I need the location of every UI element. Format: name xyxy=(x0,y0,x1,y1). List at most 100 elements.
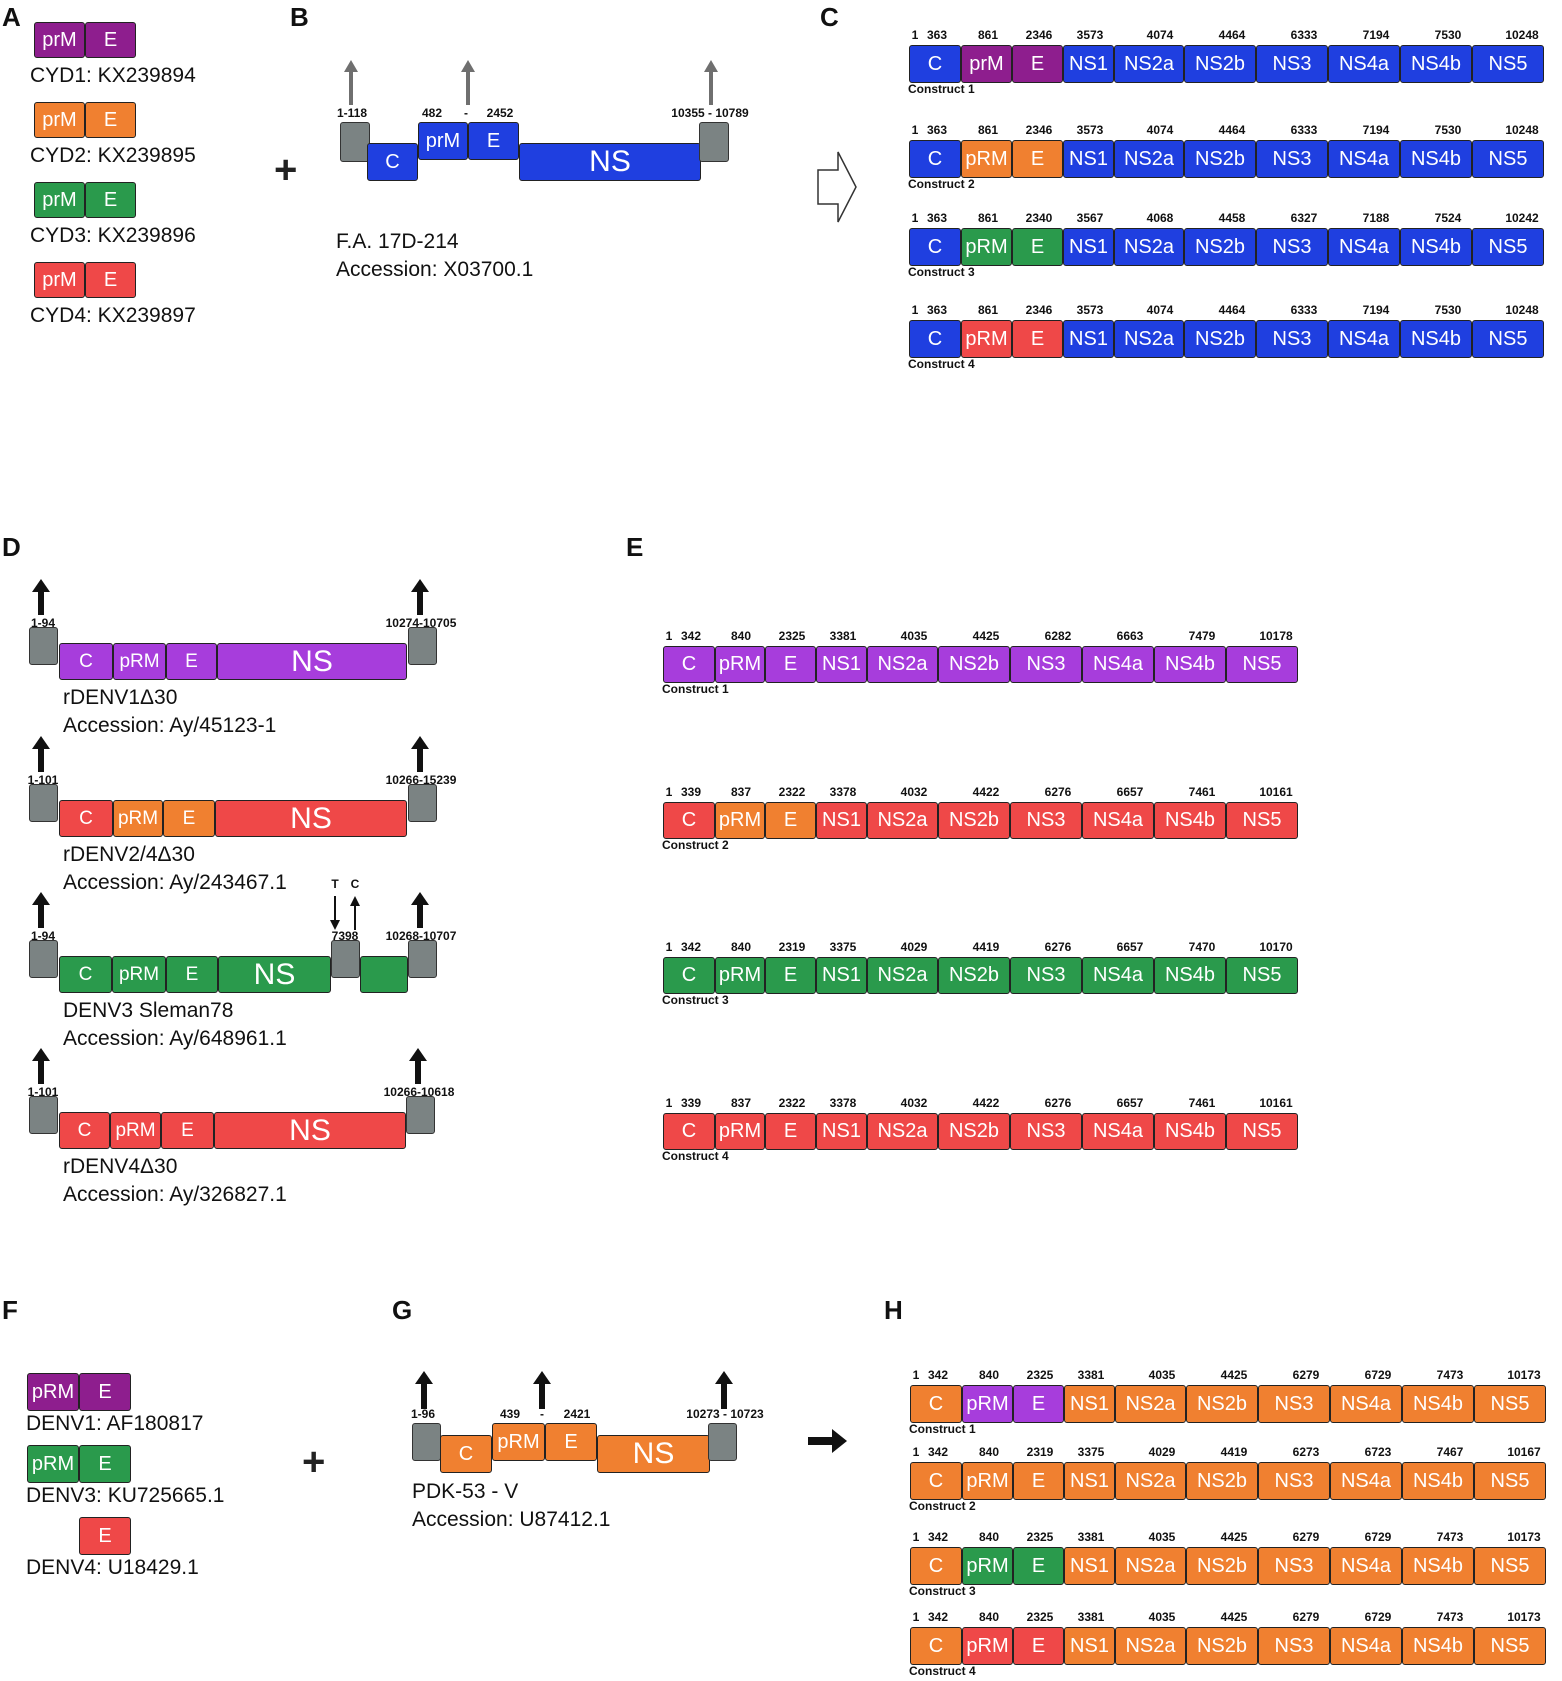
construct-c3-position-label: 6327 xyxy=(1290,211,1318,225)
construct-e2-prm-segment: pRM xyxy=(715,802,765,839)
construct-c2-position-label: 4074 xyxy=(1146,123,1174,137)
d-genome3-prm-segment: pRM xyxy=(112,956,166,993)
construct-e4-ns4a-segment: NS4a xyxy=(1082,1113,1154,1150)
panel-letter-d: D xyxy=(2,532,21,562)
construct-h4-e-segment: E xyxy=(1013,1627,1064,1665)
construct-e3-ns5-segment: NS5 xyxy=(1226,957,1298,994)
construct-h1-position-label: 3381 xyxy=(1077,1368,1105,1382)
construct-h4-position-label: 840 xyxy=(978,1610,1000,1624)
construct-c3-ns2a-segment: NS2a xyxy=(1114,228,1184,266)
construct-c4-position-label: 7194 xyxy=(1362,303,1390,317)
construct-c1-position-label: 6333 xyxy=(1290,28,1318,42)
d-genome3-e-segment: E xyxy=(166,956,218,993)
construct-c4-position-label: 2346 xyxy=(1025,303,1053,317)
construct-c4-position-label: 4074 xyxy=(1146,303,1174,317)
b-label-dash: - xyxy=(464,106,468,120)
g-ns-segment: NS xyxy=(597,1435,710,1473)
denv1-e-segment: E xyxy=(79,1373,131,1411)
construct-e4-position-label: 2322 xyxy=(778,1096,806,1110)
construct-e3-position-label: 840 xyxy=(730,940,752,954)
construct-c2-ns2a-segment: NS2a xyxy=(1114,140,1184,178)
construct-h3-prm-segment: pRM xyxy=(962,1547,1013,1585)
panel-a: prM E CYD1: KX239894 prM E CYD2: KX23989… xyxy=(0,0,270,340)
construct-e2-ns1-segment: NS1 xyxy=(816,802,867,839)
construct-e4-ns5-segment: NS5 xyxy=(1226,1113,1298,1150)
construct-e2-position-label: 6657 xyxy=(1116,785,1144,799)
construct-h1-ns4b-segment: NS4b xyxy=(1402,1385,1474,1423)
construct-c3-ns3-segment: NS3 xyxy=(1256,228,1328,266)
construct-c2-position-label: 3573 xyxy=(1076,123,1104,137)
construct-e3-position-label: 1 xyxy=(665,940,673,954)
construct-e1-position-label: 6663 xyxy=(1116,629,1144,643)
construct-c1-position-label: 4464 xyxy=(1218,28,1246,42)
construct-h2-ns4a-segment: NS4a xyxy=(1330,1462,1402,1500)
construct-h1-ns2b-segment: NS2b xyxy=(1186,1385,1258,1423)
construct-e1-ns3-segment: NS3 xyxy=(1010,646,1082,683)
up-arrow-icon xyxy=(32,892,50,928)
d-mutation-site-box xyxy=(331,940,360,978)
construct-c2-position-label: 4464 xyxy=(1218,123,1246,137)
construct-c3-position-label: 10242 xyxy=(1505,211,1539,225)
construct-h4-position-label: 7473 xyxy=(1436,1610,1464,1624)
b-utr-right xyxy=(699,122,729,162)
up-arrow-icon xyxy=(411,736,429,772)
construct-c3-e-segment: E xyxy=(1012,228,1063,266)
d-utr-left xyxy=(29,940,58,978)
construct-e2-position-label: 4032 xyxy=(900,785,928,799)
construct-c2-position-label: 2346 xyxy=(1025,123,1053,137)
construct-h3-position-label: 3381 xyxy=(1077,1530,1105,1544)
construct-e2-ns4a-segment: NS4a xyxy=(1082,802,1154,839)
construct-e4-e-segment: E xyxy=(765,1113,816,1150)
construct-e4-position-label: 10161 xyxy=(1259,1096,1293,1110)
panel-letter-g: G xyxy=(392,1295,413,1325)
construct-h2-position-label: 4419 xyxy=(1220,1445,1248,1459)
construct-e4-position-label: 6657 xyxy=(1116,1096,1144,1110)
panel-letter-h: H xyxy=(884,1295,903,1325)
d-genome1-c-segment: C xyxy=(59,643,113,680)
d-utr-left xyxy=(29,627,58,665)
construct-e1-ns2b-segment: NS2b xyxy=(938,646,1010,683)
construct-e3-position-label: 3375 xyxy=(829,940,857,954)
cyd4-prm-segment: prM xyxy=(34,262,85,298)
construct-e1-position-label: 10178 xyxy=(1259,629,1293,643)
construct-c4-c-segment: C xyxy=(909,320,961,358)
construct-e1-ns4b-segment: NS4b xyxy=(1154,646,1226,683)
cyd1-label: CYD1: KX239894 xyxy=(30,64,196,87)
construct-e2-c-segment: C xyxy=(663,802,715,839)
construct-e2-position-label: 6276 xyxy=(1044,785,1072,799)
construct-h3-ns4a-segment: NS4a xyxy=(1330,1547,1402,1585)
construct-c3-ns1-segment: NS1 xyxy=(1063,228,1114,266)
construct-e2-position-label: 339 xyxy=(680,785,702,799)
up-arrow-icon xyxy=(461,60,475,105)
up-arrow-icon xyxy=(409,1048,427,1084)
cyd2-e-segment: E xyxy=(85,102,136,138)
construct-h3-ns5-segment: NS5 xyxy=(1474,1547,1546,1585)
construct-label: Construct 2 xyxy=(908,177,975,191)
construct-c2-ns1-segment: NS1 xyxy=(1063,140,1114,178)
d-genome1-ns-segment: NS xyxy=(217,643,407,680)
construct-e3-position-label: 7470 xyxy=(1188,940,1216,954)
construct-e4-ns2a-segment: NS2a xyxy=(867,1113,938,1150)
construct-e2-position-label: 837 xyxy=(730,785,752,799)
b-caption-strain: F.A. 17D-214 xyxy=(336,230,459,253)
up-arrow-icon xyxy=(32,579,50,615)
construct-h4-prm-segment: pRM xyxy=(962,1627,1013,1665)
construct-c2-c-segment: C xyxy=(909,140,961,178)
construct-e4-ns2b-segment: NS2b xyxy=(938,1113,1010,1150)
b-prm-segment: prM xyxy=(418,122,468,160)
construct-e3-ns2a-segment: NS2a xyxy=(867,957,938,994)
panel-letter-a: A xyxy=(2,2,21,32)
construct-label: Construct 4 xyxy=(909,1664,976,1678)
g-label-right: 10273 - 10723 xyxy=(686,1407,764,1421)
construct-e3-position-label: 6276 xyxy=(1044,940,1072,954)
d-mutation-from: T xyxy=(331,877,339,891)
construct-e1-position-label: 7479 xyxy=(1188,629,1216,643)
cyd3-prm-segment: prM xyxy=(34,182,85,218)
construct-e1-ns2a-segment: NS2a xyxy=(867,646,938,683)
d-genome-name: rDENV2/4Δ30 xyxy=(63,843,195,866)
construct-label: Construct 4 xyxy=(908,357,975,371)
construct-e4-position-label: 837 xyxy=(730,1096,752,1110)
construct-h4-position-label: 4425 xyxy=(1220,1610,1248,1624)
construct-c1-position-label: 363 xyxy=(926,28,948,42)
d-genome2-c-segment: C xyxy=(59,800,113,837)
